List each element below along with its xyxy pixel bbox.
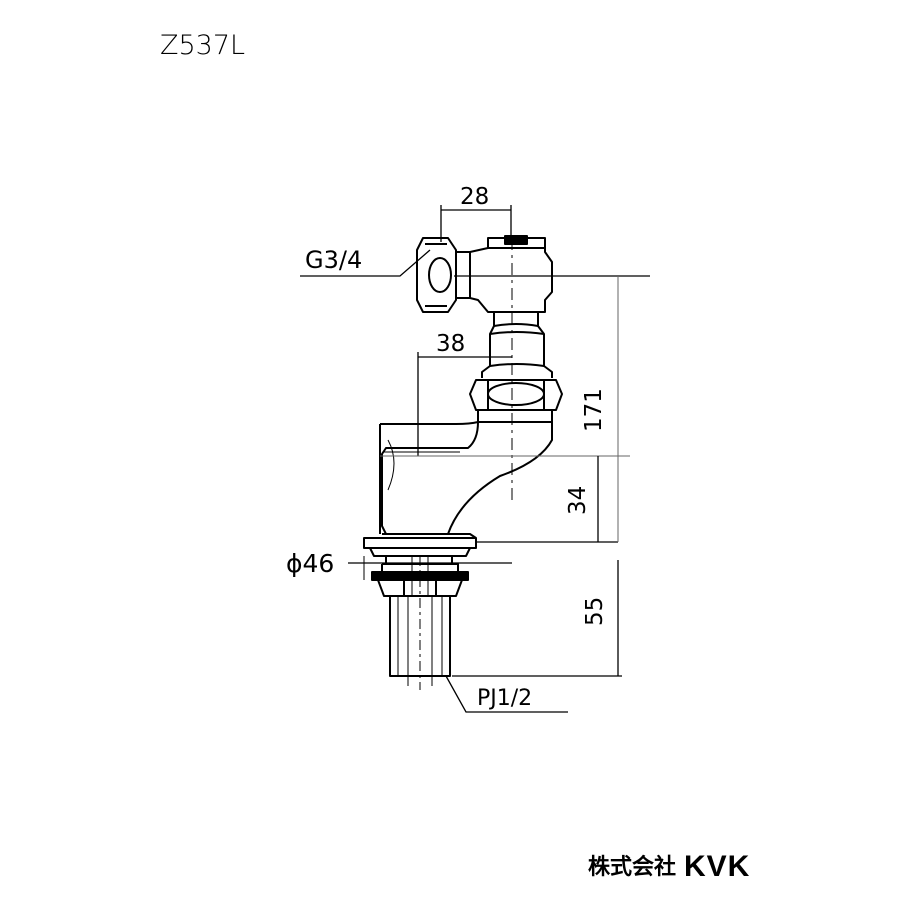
- hex-nut: [469, 379, 563, 423]
- dimension-offset: 38: [436, 331, 466, 357]
- dimension-shank-length: 55: [582, 596, 608, 626]
- spout-body: [379, 421, 553, 535]
- dimension-base-diameter: ϕ46: [286, 549, 335, 578]
- dimension-inlet-thread: G3/4: [305, 246, 363, 274]
- threaded-shank: [389, 556, 451, 690]
- dimension-width-top: 28: [460, 184, 490, 210]
- inlet-union-nut: [416, 237, 471, 313]
- dimension-total-height: 171: [581, 388, 607, 432]
- dimension-spout-height: 34: [565, 485, 591, 515]
- company-name: 株式会社: [588, 855, 677, 880]
- brand-logo: KVK: [684, 850, 751, 883]
- dimension-outlet-thread: PJ1/2: [477, 686, 533, 711]
- model-number: Z537L: [160, 30, 246, 61]
- valve-neck: [481, 312, 553, 378]
- base-flange: [363, 533, 477, 557]
